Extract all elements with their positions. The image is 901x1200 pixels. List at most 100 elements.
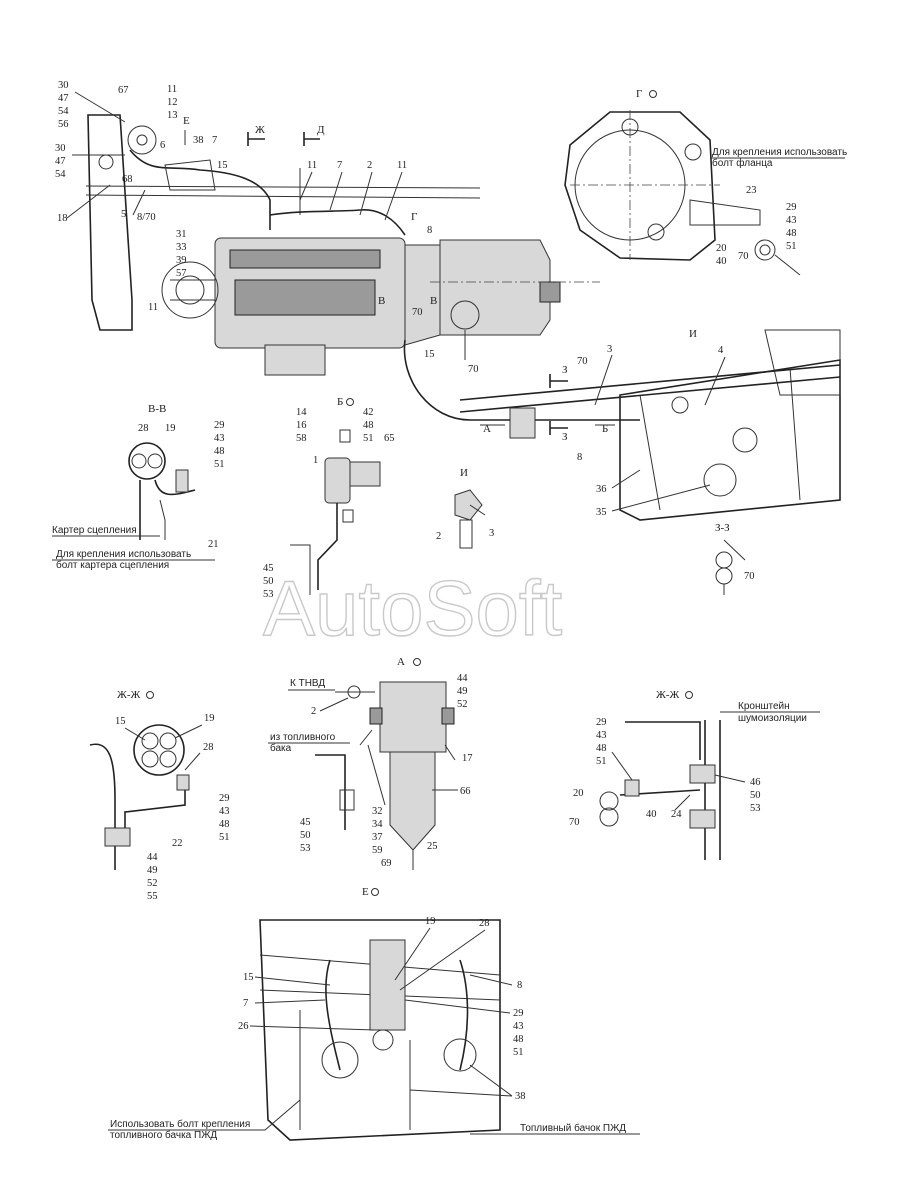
view-g-flange <box>564 110 801 276</box>
arrow-letter-v2: В <box>430 295 437 307</box>
view-a-fuel-filter <box>315 681 455 870</box>
callout-label: 70 <box>744 571 755 582</box>
callout-label: 2 <box>436 531 441 542</box>
callout-label: 4 <box>718 345 724 356</box>
callout-label: 3 <box>489 528 494 539</box>
callout-label: 28 <box>479 918 490 929</box>
callout-label: 15 <box>243 972 254 983</box>
watermark: AutoSoft <box>263 564 563 652</box>
callout-label: 2 <box>311 706 316 717</box>
callout-label: 68 <box>122 174 133 185</box>
section-v-v <box>128 442 196 540</box>
note-bracket-line1: Кронштейн <box>738 701 790 712</box>
arrow-letter-b: Б <box>602 423 608 435</box>
callout-label: 15 <box>217 160 228 171</box>
callout-label: 65 <box>384 433 395 444</box>
callout-label: 40 <box>646 809 657 820</box>
callout-label: 67 <box>118 85 129 96</box>
callout-label: 25 <box>427 841 438 852</box>
view-title-zh-right: Ж-Ж <box>656 689 680 701</box>
callout-label: 3 <box>607 344 612 355</box>
note-tank-bolt-line1: Использовать болт крепления <box>110 1118 250 1130</box>
callout-label: 38 <box>193 135 204 146</box>
callout-label: 70 <box>738 251 749 262</box>
view-e <box>259 919 501 1141</box>
note-bracket-line2: шумоизоляции <box>738 713 807 724</box>
view-title-z-z: З-З <box>715 522 730 534</box>
section-zh-zh-right <box>599 720 721 860</box>
callout-label: 70 <box>468 364 479 375</box>
engine-gearbox <box>161 168 640 421</box>
arrow-letter-z2: З <box>562 431 568 443</box>
note-clutch-bolt-line2: болт картера сцепления <box>56 559 169 571</box>
callout-label: 7 <box>212 135 217 146</box>
arrow-letter-zh: Ж <box>255 124 265 136</box>
callout-label: 8/70 <box>137 212 156 223</box>
callout-label: 22 <box>172 838 183 849</box>
callout-label: 28 <box>203 742 214 753</box>
callout-label: 36 <box>596 484 607 495</box>
note-pzhd-tank: Топливный бачок ПЖД <box>520 1122 626 1134</box>
note-flange-bolt-line1: Для крепления использовать <box>712 147 847 158</box>
callout-label: 38 <box>515 1091 526 1102</box>
callout-label: 70 <box>577 356 588 367</box>
callout-label: 35 <box>596 507 607 518</box>
callout-label: 70 <box>412 307 423 318</box>
arrow-letter-e: Е <box>183 115 190 127</box>
callout-label: 15 <box>424 349 435 360</box>
callout-label: 66 <box>460 786 471 797</box>
callout-label: 18 <box>57 213 68 224</box>
callout-label: 7 <box>243 998 248 1009</box>
callout-label: 21 <box>208 539 219 550</box>
callout-label: 1 <box>313 455 318 466</box>
callout-label: 70 <box>569 817 580 828</box>
callout-label: 24 <box>671 809 682 820</box>
arrow-letter-g: Г <box>411 211 417 223</box>
view-i <box>454 489 486 549</box>
view-title-b: Б <box>337 396 343 408</box>
callout-label: 19 <box>204 713 215 724</box>
callout-label: 17 <box>462 753 473 764</box>
note-tank-bolt-line2: топливного бачка ПЖД <box>110 1129 217 1141</box>
callout-label: 8 <box>427 225 432 236</box>
callout-label: 20 <box>573 788 584 799</box>
callout-label: 11 <box>148 302 158 313</box>
note-flange-bolt-line2: болт фланца <box>712 157 773 169</box>
callout-label: 7 <box>337 160 342 171</box>
view-title-v-v: В-В <box>148 403 166 415</box>
view-title-i: И <box>460 467 468 479</box>
note-from-tank-line2: бака <box>270 742 292 754</box>
view-title-a: А <box>397 656 405 668</box>
callout-label: 8 <box>577 452 582 463</box>
arrow-letter-d: Д <box>317 124 325 136</box>
callout-label: 8 <box>517 980 522 991</box>
frame-fuel-tank <box>459 329 841 521</box>
callout-label: 26 <box>238 1021 249 1032</box>
arrow-letter-a: А <box>483 423 491 435</box>
callout-label: 28 <box>138 423 149 434</box>
section-z-z <box>715 539 746 595</box>
callout-label: 2 <box>367 160 372 171</box>
note-to-tnvd: К ТНВД <box>290 678 325 689</box>
callout-label: 5 <box>121 209 126 220</box>
frame-bracket-detail <box>85 114 481 331</box>
callout-label: 23 <box>746 185 757 196</box>
arrow-letter-i: И <box>689 328 697 340</box>
section-zh-zh-left <box>89 724 190 870</box>
